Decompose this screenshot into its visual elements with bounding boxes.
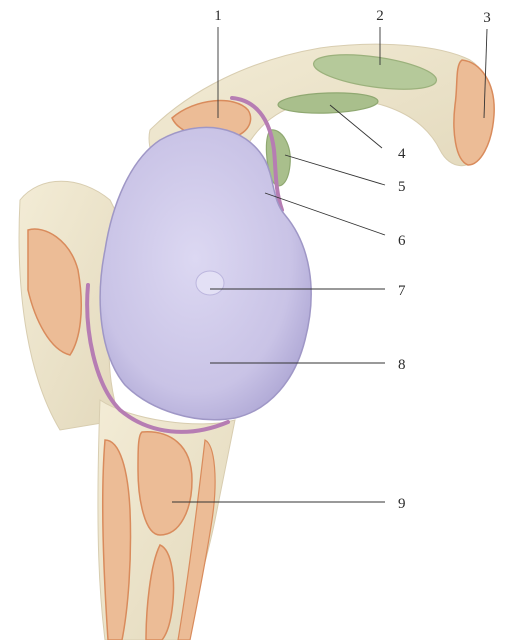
label-9: 9 (398, 496, 406, 512)
label-4: 4 (398, 146, 406, 162)
label-7: 7 (398, 283, 406, 299)
leader-line-4 (330, 105, 382, 148)
label-2: 2 (376, 8, 384, 24)
glenoid-tubercle (196, 271, 224, 295)
label-3: 3 (483, 10, 491, 26)
leader-line-5 (285, 155, 385, 185)
deltoid-muscle (454, 60, 494, 165)
label-8: 8 (398, 357, 406, 373)
label-1: 1 (214, 8, 222, 24)
label-6: 6 (398, 233, 406, 249)
label-5: 5 (398, 179, 406, 195)
